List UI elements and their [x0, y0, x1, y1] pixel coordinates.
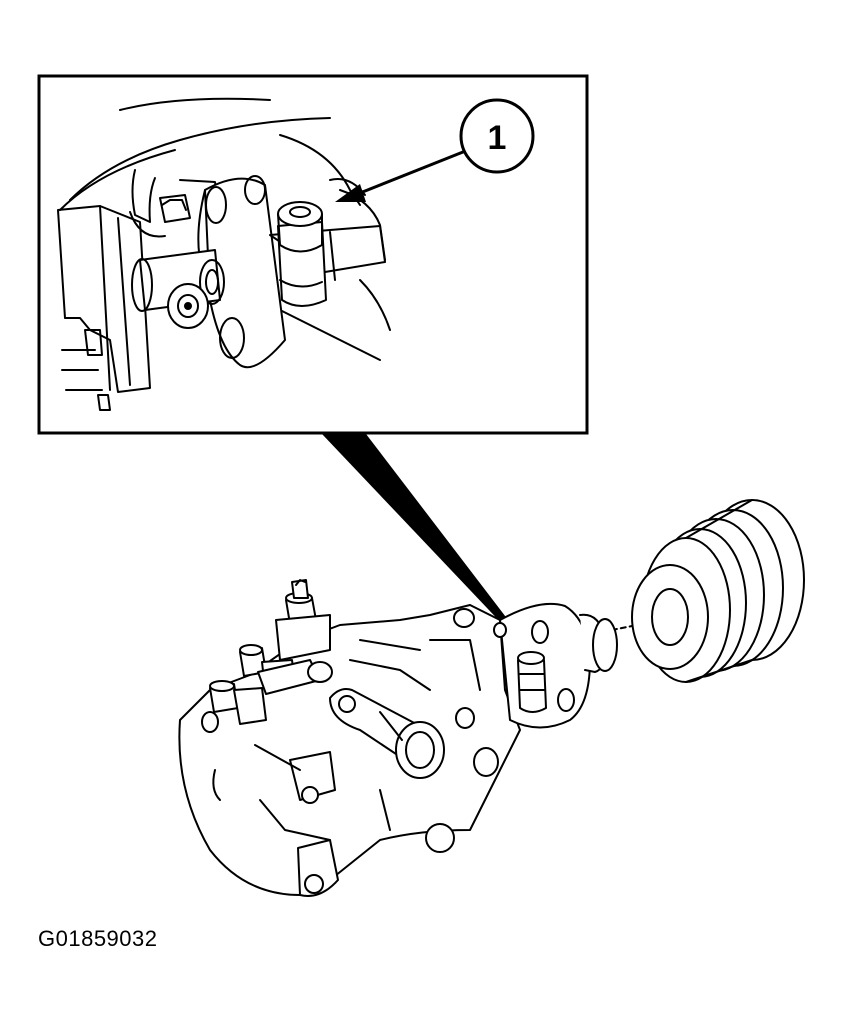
leader-wedge [322, 434, 512, 628]
fittings [209, 579, 333, 725]
pulley [631, 499, 805, 683]
lever-arm [329, 688, 445, 779]
callout-1: 1 [459, 98, 535, 174]
pump-assembly [178, 499, 805, 897]
figure-id-label: G01859032 [38, 926, 158, 951]
callout-arrow [335, 148, 469, 202]
pin-detail [517, 651, 547, 713]
pump-body [178, 604, 521, 896]
inset-drawing [57, 97, 391, 411]
detail-inset: 1 [37, 74, 589, 435]
callout-1-label: 1 [488, 119, 507, 157]
